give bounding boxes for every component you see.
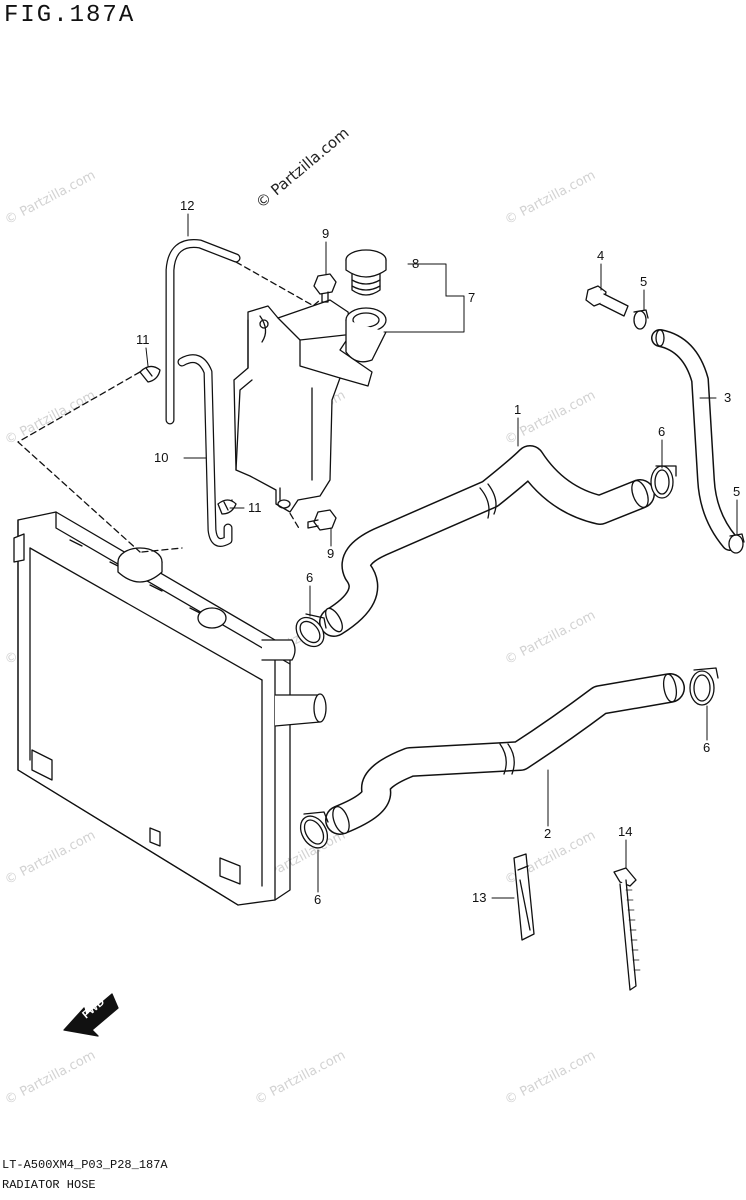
overflow-hose (165, 239, 241, 425)
callout-3: 3 (724, 390, 731, 405)
callout-6d: 6 (314, 892, 321, 907)
cable-tie (613, 867, 641, 991)
callout-11b: 11 (248, 500, 262, 515)
breather-hose (177, 354, 233, 547)
callout-13: 13 (472, 890, 486, 905)
callout-6c: 6 (703, 740, 710, 755)
callout-7: 7 (468, 290, 475, 305)
hose-clamp (689, 667, 719, 706)
union-fitting (585, 285, 629, 317)
callout-9b: 9 (327, 546, 334, 561)
radiator (13, 511, 327, 906)
callout-6a: 6 (658, 424, 665, 439)
section-name: RADIATOR HOSE (2, 1178, 96, 1192)
callout-leaders (145, 213, 738, 899)
reservoir-tank (233, 299, 373, 513)
hose-band (513, 853, 535, 941)
hose-clamp (728, 533, 745, 554)
forward-direction-arrow: FWD (63, 993, 119, 1037)
hose-clamp (295, 613, 327, 648)
hose-clip (217, 499, 237, 515)
filler-neck (345, 307, 387, 363)
bolt (307, 509, 337, 531)
callout-12: 12 (180, 198, 194, 213)
callout-2: 2 (544, 826, 551, 841)
callout-14: 14 (618, 824, 632, 839)
callout-11a: 11 (136, 332, 150, 347)
hose-clamp (299, 811, 329, 849)
callout-4: 4 (597, 248, 604, 263)
model-code: LT-A500XM4_P03_P28_187A (2, 1158, 168, 1172)
callout-10: 10 (154, 450, 168, 465)
callout-6b: 6 (306, 570, 313, 585)
figure-title: FIG.187A (4, 2, 136, 29)
callout-9a: 9 (322, 226, 329, 241)
callout-5b: 5 (733, 484, 740, 499)
hose-clip (139, 365, 161, 383)
callout-5a: 5 (640, 274, 647, 289)
hose-clamp (633, 309, 649, 330)
reservoir-cap (345, 249, 387, 296)
callout-8: 8 (412, 256, 419, 271)
hose-clamp (650, 465, 677, 499)
callout-numbers: 1 2 3 4 5 5 6 6 6 6 7 8 9 9 10 11 11 12 … (136, 198, 740, 907)
bolt (313, 273, 337, 303)
callout-1: 1 (514, 402, 521, 417)
